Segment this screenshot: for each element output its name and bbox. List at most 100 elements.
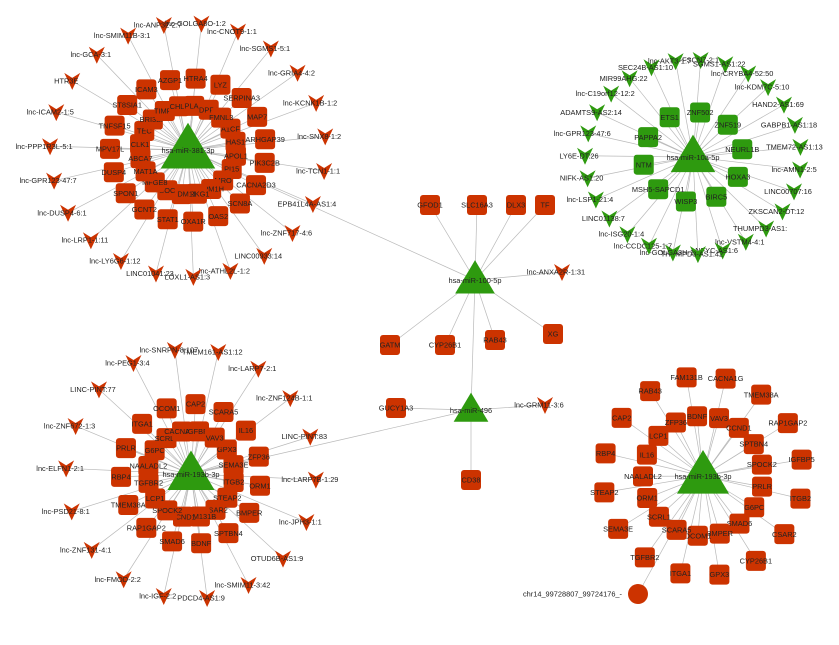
mrna-node[interactable]: CACNA2D3 — [236, 175, 276, 196]
mrna-node[interactable]: IL16 — [636, 444, 657, 465]
lncrna-node[interactable] — [289, 64, 306, 82]
mrna-node[interactable]: VAV3 — [204, 427, 225, 448]
lncrna-node[interactable] — [619, 226, 636, 244]
mrna-node[interactable]: TGFBR2 — [134, 472, 163, 493]
mrna-node[interactable]: NEURL1B — [725, 139, 759, 160]
lncrna-node[interactable] — [48, 104, 65, 122]
mrna-node[interactable]: MSH5-SAPCD1 — [632, 179, 685, 200]
lncrna-node[interactable] — [554, 264, 570, 281]
lncrna-node[interactable] — [579, 170, 596, 188]
mrna-node[interactable]: SPTBN4 — [739, 434, 768, 455]
lncrna-node[interactable] — [589, 104, 606, 122]
mrna-node[interactable]: RAP1GAP2 — [768, 413, 807, 434]
lncrna-node[interactable] — [621, 70, 638, 88]
lncrna-node[interactable] — [250, 360, 267, 378]
mrna-node[interactable]: IL16 — [235, 420, 256, 441]
lncrna-node[interactable] — [284, 224, 301, 242]
lncrna-node[interactable] — [760, 79, 777, 97]
lncrna-node[interactable] — [317, 128, 334, 146]
lncrna-node[interactable] — [90, 381, 107, 399]
mrna-node[interactable]: NAALADL2 — [624, 466, 662, 487]
mrna-node[interactable]: HTRA4 — [184, 68, 208, 89]
mrna-node[interactable]: TMEM38A — [744, 384, 779, 405]
mrna-node[interactable]: IGFBP5 — [788, 449, 815, 470]
mrna-node[interactable]: XG — [543, 324, 563, 344]
lncrna-node[interactable] — [155, 16, 172, 34]
lncrna-node[interactable] — [664, 244, 681, 262]
lncrna-node[interactable] — [307, 471, 324, 489]
lncrna-node[interactable] — [580, 125, 597, 143]
lncrna-node[interactable] — [640, 237, 657, 255]
mrna-node[interactable]: PAPPA2 — [634, 127, 662, 148]
mrna-node[interactable]: RAB43 — [483, 330, 507, 350]
mirna-hub-node[interactable] — [453, 392, 489, 422]
lncrna-node[interactable] — [689, 246, 706, 264]
mrna-node[interactable]: CHL1 — [169, 96, 190, 117]
mrna-node[interactable]: ITGB2 — [223, 472, 244, 493]
lncrna-node[interactable] — [792, 161, 809, 179]
mrna-node[interactable]: BDNF — [687, 406, 708, 427]
mrna-node[interactable]: OXA1R — [181, 211, 206, 232]
mrna-node[interactable]: ZFP36 — [665, 412, 687, 433]
mrna-node[interactable]: CACNA1G — [708, 368, 744, 389]
mrna-node[interactable]: ITGA1 — [670, 563, 691, 584]
mrna-node[interactable]: AZGP1 — [158, 70, 182, 91]
lncrna-node[interactable] — [64, 72, 81, 90]
lncrna-node[interactable] — [82, 232, 99, 250]
lncrna-node[interactable] — [577, 147, 594, 165]
lncrna-node[interactable] — [601, 210, 618, 228]
lncrna-node[interactable] — [199, 589, 216, 607]
mrna-node[interactable]: PRKG1 — [184, 183, 209, 204]
mrna-node[interactable]: OCOM1 — [153, 398, 180, 419]
mrna-node[interactable]: PIK3C2B — [250, 152, 280, 173]
lncrna-node[interactable] — [717, 56, 734, 74]
mirna-hub-node[interactable] — [160, 122, 216, 169]
mrna-node[interactable]: SMAD6 — [727, 513, 752, 534]
lncrna-node[interactable] — [298, 514, 315, 532]
mrna-node[interactable]: STAT1 — [157, 209, 179, 230]
lncrna-node[interactable] — [46, 172, 63, 190]
mrna-node[interactable]: NTM — [633, 154, 654, 175]
mrna-node[interactable]: PRLR — [752, 476, 773, 497]
mrna-node[interactable]: ORM1 — [249, 475, 271, 496]
mrna-node[interactable]: GCNT2 — [132, 199, 157, 220]
lncrna-node[interactable] — [308, 94, 325, 112]
lncrna-node[interactable] — [210, 344, 227, 362]
mrna-node[interactable]: RAB43 — [638, 381, 662, 402]
mrna-node[interactable]: SLC16A3 — [461, 195, 493, 215]
lncrna-node[interactable] — [120, 27, 137, 45]
mrna-node[interactable]: OCOM1 — [684, 525, 711, 546]
mrna-node[interactable]: GUCY1A3 — [379, 398, 414, 418]
mrna-node[interactable]: DUSP4 — [102, 162, 127, 183]
lncrna-node[interactable] — [786, 183, 803, 201]
mrna-node[interactable]: ITGB2 — [790, 488, 811, 509]
lncrna-node[interactable] — [737, 233, 754, 251]
lncrna-node[interactable] — [774, 203, 791, 221]
mrna-node[interactable]: ITGA1 — [131, 413, 153, 434]
mrna-node[interactable]: TNFSF15 — [99, 115, 131, 136]
lncrna-node[interactable] — [42, 138, 59, 156]
mrna-node[interactable]: LYZ — [210, 74, 231, 95]
mrna-node[interactable]: GPX3 — [709, 564, 730, 585]
lncrna-node[interactable] — [302, 428, 319, 446]
lncrna-node[interactable] — [282, 390, 299, 408]
lncrna-node[interactable] — [643, 59, 660, 77]
lncrna-node[interactable] — [775, 96, 792, 114]
mrna-node[interactable]: HOXA3 — [725, 166, 750, 187]
mrna-node[interactable]: CCND1 — [170, 506, 196, 527]
lncrna-node[interactable] — [155, 587, 172, 605]
mrna-node[interactable]: ZNF502 — [687, 102, 714, 123]
mirna-hub-node[interactable] — [167, 450, 215, 490]
mrna-node[interactable]: TMEM38A — [111, 495, 146, 516]
lncrna-node[interactable] — [587, 191, 604, 209]
mrna-node[interactable]: STEAP2 — [590, 482, 619, 503]
mrna-node[interactable]: CACNA1G — [164, 421, 200, 442]
mrna-node[interactable]: LCP1 — [648, 425, 669, 446]
mrna-node[interactable]: RBP4 — [111, 466, 132, 487]
mirna-hub-node[interactable] — [670, 134, 716, 173]
mrna-node[interactable]: ARHGAP39 — [245, 129, 285, 150]
lncrna-node[interactable] — [83, 541, 100, 559]
lncrna-node[interactable] — [667, 53, 684, 71]
lncrna-node[interactable] — [63, 503, 80, 521]
lncrna-node[interactable] — [714, 242, 731, 260]
